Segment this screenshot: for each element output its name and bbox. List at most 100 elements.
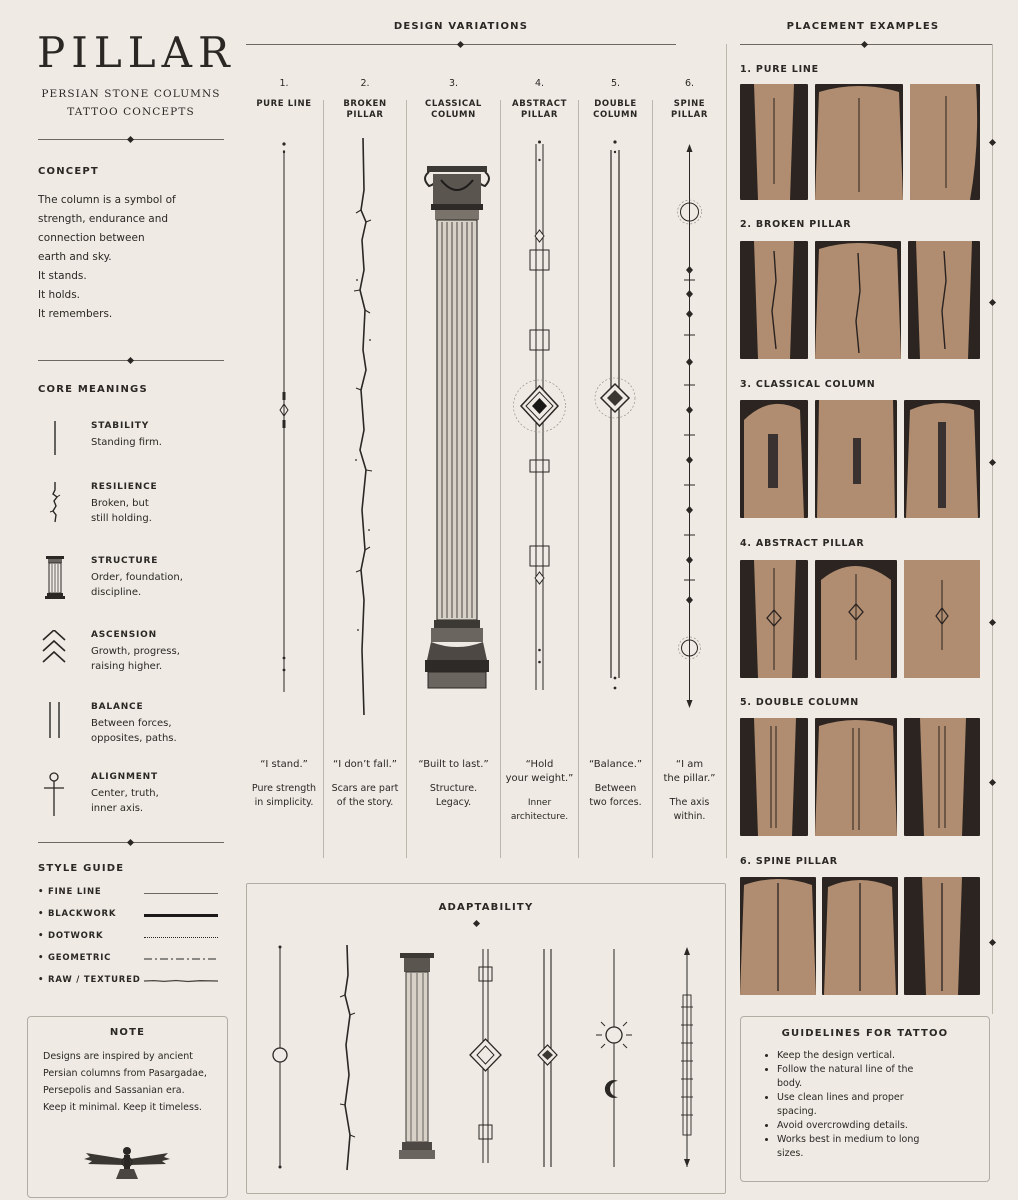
concept-line: It holds. — [38, 289, 81, 301]
broken-pillar-drawing — [353, 137, 373, 716]
divider-diamond — [126, 838, 135, 847]
broken-line-icon — [49, 482, 61, 523]
subtitle-line2: TATTOO CONCEPTS — [67, 106, 195, 118]
placement-label: 4. ABSTRACT PILLAR — [740, 538, 865, 549]
style-label: • FINE LINE — [38, 887, 102, 897]
placement-photo — [740, 560, 808, 678]
meaning-title: RESILIENCE — [91, 482, 158, 492]
meaning-desc: Standing firm. — [91, 437, 162, 448]
column-separator — [500, 100, 501, 858]
note-heading: NOTE — [109, 1027, 146, 1038]
classical-column-drawing — [424, 166, 490, 689]
sub-classical-column: Structure.Legacy. — [429, 783, 478, 808]
guideline-item: Use clean lines and proper spacing. — [777, 1091, 927, 1119]
style-blackwork: • BLACKWORK — [38, 909, 218, 923]
rule-diamond — [988, 778, 997, 787]
guideline-item: Keep the design vertical. — [777, 1049, 927, 1063]
meaning-ascension: ASCENSION Growth, progress,raising highe… — [38, 630, 218, 690]
meaning-title: STRUCTURE — [91, 556, 159, 566]
guidelines-heading: GUIDELINES FOR TATTOO — [781, 1028, 949, 1039]
core-meanings-heading: CORE MEANINGS — [38, 384, 148, 395]
divider-diamond — [126, 356, 135, 365]
meaning-desc: Center, truth,inner axis. — [91, 788, 159, 814]
style-label: • RAW / TEXTURED — [38, 975, 141, 985]
meaning-title: ASCENSION — [91, 630, 157, 640]
rule-diamond — [988, 298, 997, 307]
placement-photo — [740, 718, 808, 836]
placement-photo — [904, 560, 980, 678]
right-edge-rule — [992, 44, 993, 1014]
style-label: • BLACKWORK — [38, 909, 117, 919]
quote-double-column: “Balance.” — [588, 759, 643, 770]
dotwork-sample — [144, 937, 218, 938]
placement-photo — [815, 400, 897, 518]
blackwork-sample — [144, 914, 218, 917]
double-column-drawing — [594, 140, 636, 690]
chevrons-up-icon — [42, 630, 66, 663]
concept-line: It remembers. — [38, 308, 113, 320]
style-label: • DOTWORK — [38, 931, 104, 941]
meaning-desc: Order, foundation,discipline. — [91, 572, 183, 598]
placement-label: 5. DOUBLE COLUMN — [740, 697, 859, 708]
design-variations-heading: DESIGN VARIATIONS — [393, 21, 529, 32]
adaptability-drawings — [272, 945, 693, 1171]
divider-diamond — [126, 135, 135, 144]
meaning-title: STABILITY — [91, 421, 150, 431]
quote-classical-column: “Built to last.” — [418, 759, 489, 770]
guidelines-list: Keep the design vertical. Follow the nat… — [761, 1049, 927, 1161]
subtitle-line1: PERSIAN STONE COLUMNS — [41, 88, 221, 100]
placement-photo — [815, 560, 897, 678]
placement-photo — [904, 400, 980, 518]
placement-photo — [740, 877, 816, 995]
divider-diamond — [860, 40, 869, 49]
concept-line: strength, endurance and — [38, 213, 169, 225]
adaptability-box: ADAPTABILITY — [246, 883, 726, 1194]
placement-photo — [740, 400, 808, 518]
pure-line-drawing — [279, 142, 289, 692]
rule-diamond — [988, 138, 997, 147]
quote-pure-line: “I stand.” — [260, 759, 308, 770]
divider-diamond — [472, 919, 481, 928]
guideline-item: Works best in medium to long sizes. — [777, 1133, 927, 1161]
placement-photo — [904, 718, 980, 836]
placement-label: 6. SPINE PILLAR — [740, 856, 838, 867]
column-separator — [323, 100, 324, 858]
placement-photo — [815, 718, 897, 836]
double-line-icon — [49, 702, 60, 738]
style-dotwork: • DOTWORK — [38, 931, 218, 945]
placement-heading: PLACEMENT EXAMPLES — [786, 21, 940, 32]
single-line-icon — [54, 421, 56, 455]
concept-line: connection between — [38, 232, 145, 244]
meaning-stability: STABILITY Standing firm. — [38, 421, 218, 481]
meaning-alignment: ALIGNMENT Center, truth,inner axis. — [38, 772, 218, 832]
rule-diamond — [988, 458, 997, 467]
concept-line: The column is a symbol of — [38, 194, 176, 206]
placement-photo — [822, 877, 898, 995]
style-guide-heading: STYLE GUIDE — [38, 863, 125, 874]
spine-pillar-drawing — [677, 144, 702, 708]
placement-photo — [740, 241, 808, 359]
style-fine-line: • FINE LINE — [38, 887, 218, 901]
concept-line: earth and sky. — [38, 251, 112, 263]
placement-photo — [815, 84, 903, 200]
fine-line-sample — [144, 893, 218, 894]
placement-label: 2. BROKEN PILLAR — [740, 219, 852, 230]
placement-photo — [904, 877, 980, 995]
geometric-sample — [144, 958, 218, 960]
column-separator — [652, 100, 653, 858]
rule-diamond — [988, 618, 997, 627]
quote-broken-pillar: “I don’t fall.” — [333, 759, 397, 770]
concept-text: The column is a symbol of strength, endu… — [38, 191, 228, 324]
concept-heading: CONCEPT — [38, 166, 99, 177]
rule-diamond — [988, 938, 997, 947]
